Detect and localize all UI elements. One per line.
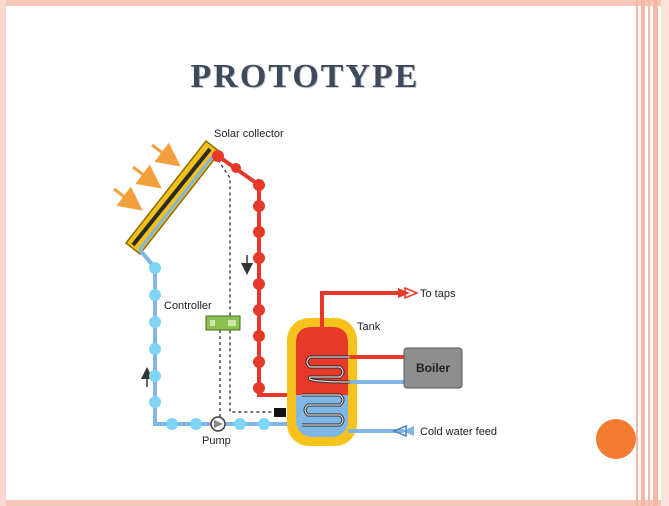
- label-to-taps: To taps: [420, 288, 456, 300]
- controller-icon: [205, 315, 241, 331]
- label-cold-water-feed: Cold water feed: [420, 426, 497, 438]
- boiler-pipes: [350, 355, 406, 384]
- label-boiler: Boiler: [416, 361, 450, 375]
- slide-title: PROTOTYPE: [190, 58, 420, 95]
- control-wires: [217, 159, 282, 424]
- label-controller: Controller: [164, 300, 212, 312]
- hot-pipe: [212, 150, 302, 397]
- decorative-orange-dot: [596, 419, 636, 459]
- tank: [287, 318, 357, 446]
- cold-water-feed-pipe: [348, 424, 414, 438]
- tank-sensor: [274, 408, 286, 417]
- label-pump: Pump: [202, 435, 231, 447]
- to-taps-pipe: [320, 286, 419, 327]
- cold-pipe: [138, 248, 302, 430]
- solar-collector-panel: [124, 139, 222, 256]
- label-tank: Tank: [357, 321, 381, 333]
- pump-icon: [210, 416, 226, 432]
- sun-rays-icon: [113, 142, 181, 211]
- label-solar-collector: Solar collector: [214, 128, 284, 140]
- boiler: [403, 347, 463, 389]
